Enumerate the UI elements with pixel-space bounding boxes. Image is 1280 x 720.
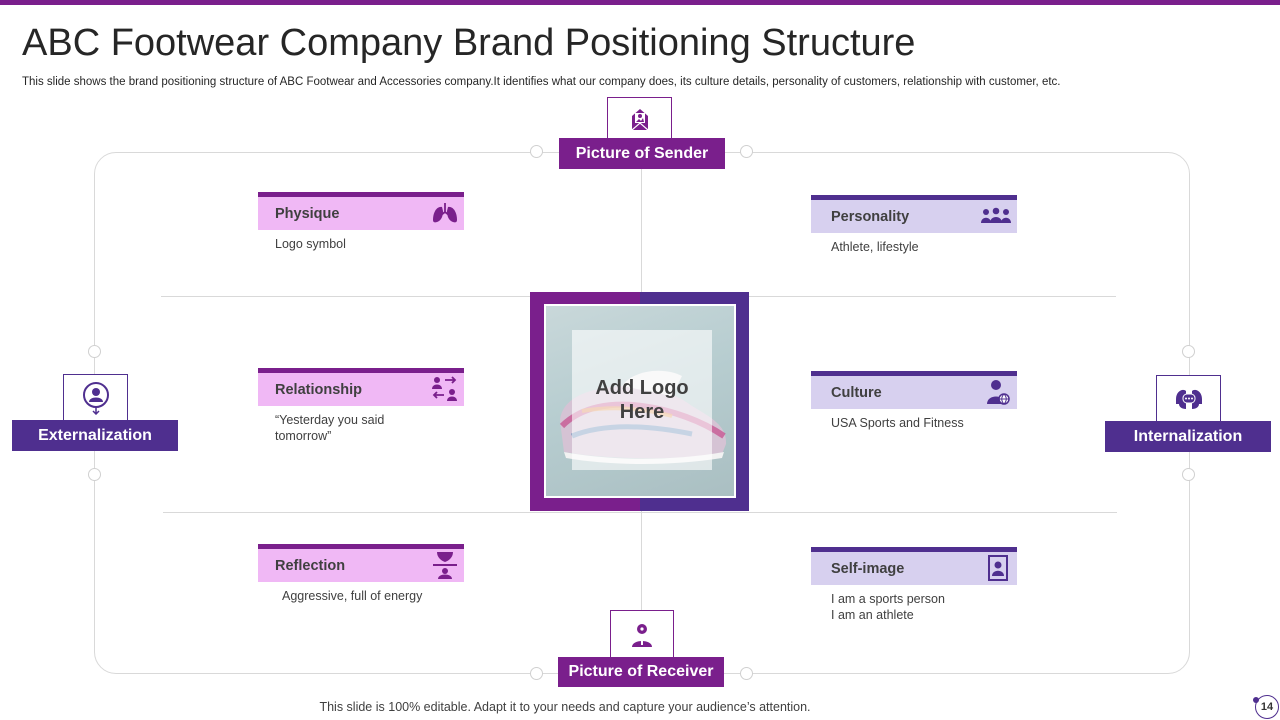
receiver-icon-box bbox=[610, 610, 674, 658]
lungs-icon bbox=[430, 200, 460, 226]
page-number-dot bbox=[1253, 697, 1259, 703]
internalization-label: Internalization bbox=[1105, 421, 1271, 452]
card-personality: Personality Athlete, lifestyle bbox=[811, 195, 1017, 255]
frame-node bbox=[88, 468, 101, 481]
center-logo-frame: Add Logo Here bbox=[530, 292, 749, 511]
card-description: Aggressive, full of energy bbox=[282, 589, 423, 603]
card-title: Physique bbox=[275, 205, 340, 222]
sender-icon-box bbox=[607, 97, 672, 141]
card-reflection: Reflection Aggressive, full of energy bbox=[258, 544, 464, 604]
user-globe-icon bbox=[983, 379, 1013, 405]
card-culture: Culture USA Sports and Fitness bbox=[811, 371, 1017, 431]
portrait-icon bbox=[983, 555, 1013, 581]
frame-node bbox=[530, 667, 543, 680]
card-title: Culture bbox=[831, 384, 882, 401]
card-title: Reflection bbox=[275, 557, 346, 574]
internalization-icon-box bbox=[1156, 375, 1221, 422]
image-mail-icon bbox=[631, 109, 648, 131]
card-description: USA Sports and Fitness bbox=[831, 416, 964, 430]
card-description: Logo symbol bbox=[275, 237, 346, 251]
frame-node bbox=[88, 345, 101, 358]
slide-title: ABC Footwear Company Brand Positioning S… bbox=[22, 22, 916, 64]
page-number: 14 bbox=[1255, 695, 1279, 719]
picture-of-receiver-label: Picture of Receiver bbox=[558, 657, 724, 687]
top-accent-bar bbox=[0, 0, 1280, 5]
user-receiver-icon bbox=[632, 624, 652, 647]
hourglass-person-icon bbox=[430, 552, 460, 579]
card-relationship: Relationship “Yesterday you said tomorro… bbox=[258, 368, 464, 444]
slide-subtitle: This slide shows the brand positioning s… bbox=[22, 76, 1061, 88]
card-self-image: Self-image I am a sports person I am an … bbox=[811, 547, 1017, 623]
shoe-photo: Add Logo Here bbox=[544, 304, 736, 498]
person-down-icon bbox=[82, 381, 109, 415]
frame-node bbox=[1182, 468, 1195, 481]
logo-placeholder-text: Add Logo Here bbox=[595, 377, 689, 423]
card-description: I am a sports person I am an athlete bbox=[831, 592, 945, 622]
people-exchange-icon bbox=[430, 376, 460, 402]
frame-node bbox=[740, 145, 753, 158]
add-logo-placeholder[interactable]: Add Logo Here bbox=[572, 330, 712, 470]
card-title: Self-image bbox=[831, 560, 905, 577]
team-icon bbox=[979, 203, 1013, 229]
slide-footer: This slide is 100% editable. Adapt it to… bbox=[319, 700, 811, 714]
lower-divider bbox=[163, 512, 1117, 513]
card-description: Athlete, lifestyle bbox=[831, 240, 919, 254]
chat-heads-icon bbox=[1175, 389, 1202, 409]
frame-node bbox=[1182, 345, 1195, 358]
picture-of-sender-label: Picture of Sender bbox=[559, 138, 725, 169]
card-physique: Physique Logo symbol bbox=[258, 192, 464, 252]
card-description: “Yesterday you said tomorrow” bbox=[275, 413, 385, 443]
frame-node bbox=[740, 667, 753, 680]
frame-node bbox=[530, 145, 543, 158]
card-title: Personality bbox=[831, 208, 910, 225]
card-title: Relationship bbox=[275, 381, 363, 398]
externalization-icon-box bbox=[63, 374, 128, 421]
externalization-label: Externalization bbox=[12, 420, 178, 451]
